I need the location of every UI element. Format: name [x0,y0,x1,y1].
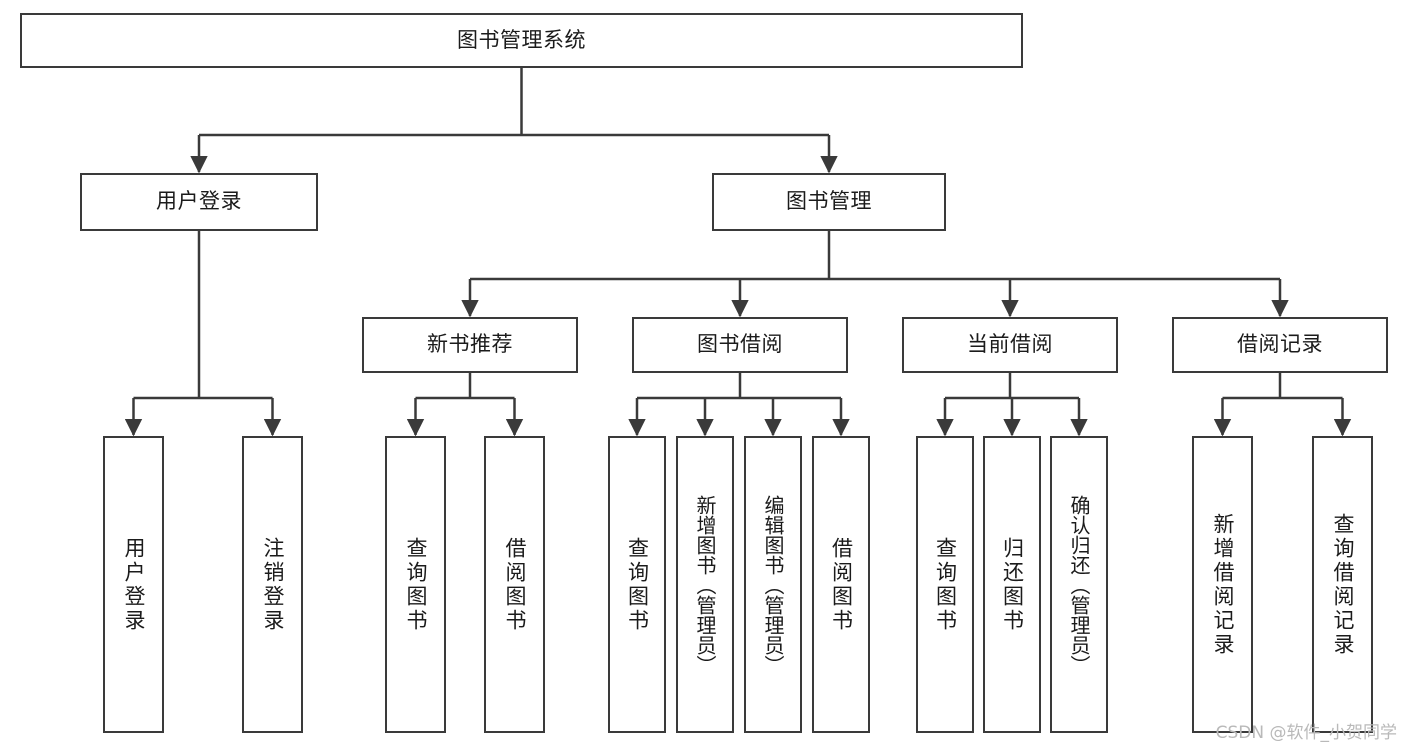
node-label-leaf-query-book-3: 查询图书 [933,536,958,633]
node-leaf-query-borrow-record: 查询借阅记录 [1312,436,1373,733]
node-label-leaf-query-book-2: 查询图书 [625,536,650,633]
node-label-leaf-borrow-book-2: 借阅图书 [829,536,854,633]
node-label-book-borrow: 图书借阅 [697,332,783,357]
node-label-book-manage: 图书管理 [786,189,872,214]
node-user-login: 用户登录 [80,173,318,231]
node-leaf-return-book: 归还图书 [983,436,1041,733]
node-label-leaf-return-book: 归还图书 [1000,536,1025,633]
node-label-leaf-query-book-1: 查询图书 [404,536,428,633]
node-leaf-borrow-book-2: 借阅图书 [812,436,870,733]
node-label-leaf-add-book-admin: 新增图书（管理员） [693,494,717,675]
node-label-leaf-edit-book-admin: 编辑图书（管理员） [761,494,785,675]
node-label-leaf-add-borrow-record: 新增借阅记录 [1211,512,1235,657]
node-leaf-user-login: 用户登录 [103,436,164,733]
node-label-new-book-recommend: 新书推荐 [427,332,513,357]
node-label-leaf-user-logout: 注销登录 [261,536,285,633]
node-book-manage: 图书管理 [712,173,946,231]
node-current-borrow: 当前借阅 [902,317,1118,373]
node-root: 图书管理系统 [20,13,1023,68]
node-leaf-borrow-book-1: 借阅图书 [484,436,545,733]
node-label-leaf-borrow-book-1: 借阅图书 [503,536,527,633]
node-label-current-borrow: 当前借阅 [967,332,1053,357]
node-leaf-add-borrow-record: 新增借阅记录 [1192,436,1253,733]
node-label-user-login: 用户登录 [156,189,242,214]
node-leaf-query-book-1: 查询图书 [385,436,446,733]
node-new-book-recommend: 新书推荐 [362,317,578,373]
node-leaf-user-logout: 注销登录 [242,436,303,733]
node-leaf-edit-book-admin: 编辑图书（管理员） [744,436,802,733]
node-leaf-confirm-return-admin: 确认归还（管理员） [1050,436,1108,733]
node-label-leaf-user-login: 用户登录 [122,536,146,633]
node-label-leaf-query-borrow-record: 查询借阅记录 [1331,512,1355,657]
node-label-leaf-confirm-return-admin: 确认归还（管理员） [1067,494,1091,675]
node-leaf-query-book-2: 查询图书 [608,436,666,733]
node-label-root: 图书管理系统 [457,27,586,52]
node-leaf-query-book-3: 查询图书 [916,436,974,733]
node-label-borrow-record: 借阅记录 [1237,332,1323,357]
node-book-borrow: 图书借阅 [632,317,848,373]
node-borrow-record: 借阅记录 [1172,317,1388,373]
node-leaf-add-book-admin: 新增图书（管理员） [676,436,734,733]
watermark-text: CSDN @软件_小贺同学 [1215,723,1397,743]
